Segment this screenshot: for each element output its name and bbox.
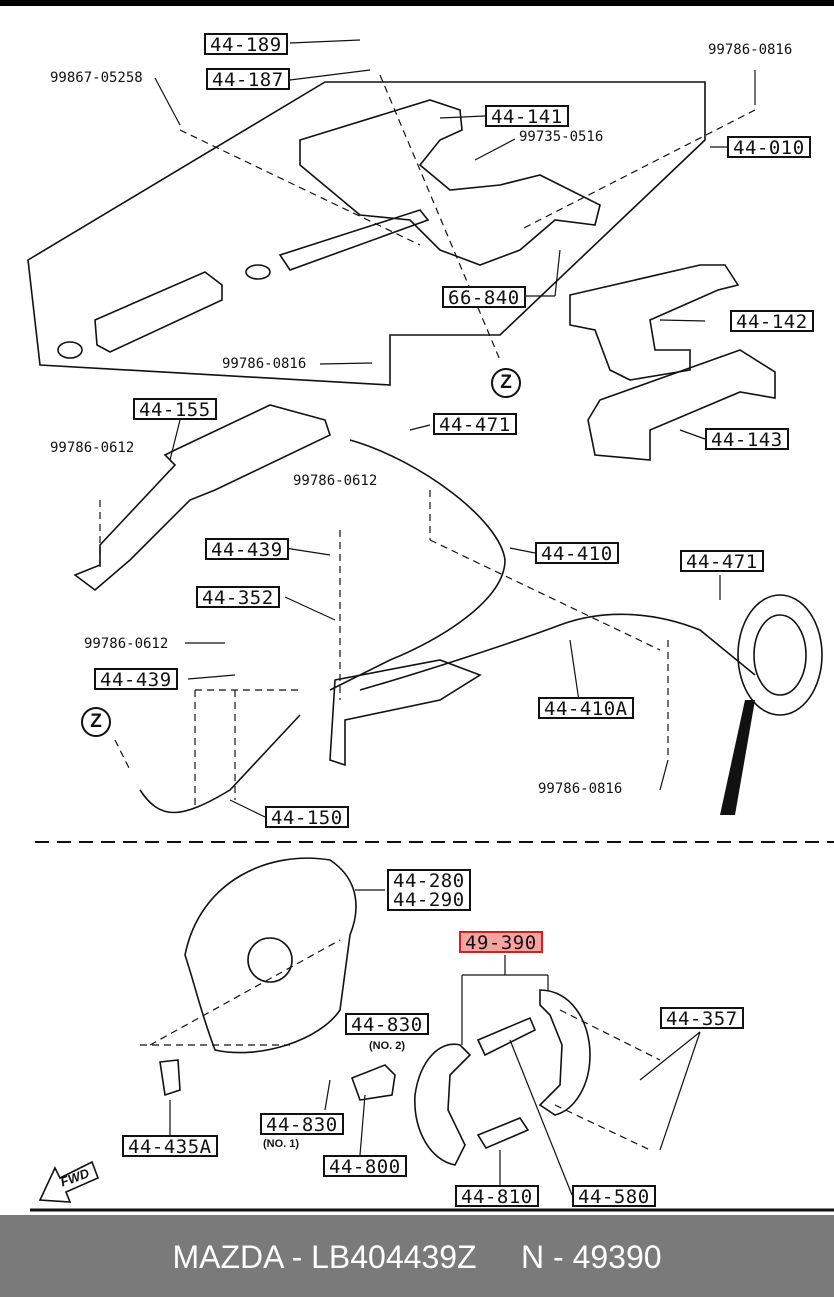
bracket-155 bbox=[73, 404, 331, 592]
equalizer-plate bbox=[329, 659, 482, 767]
spring-810 bbox=[476, 1117, 530, 1150]
z-marker-lower: Z bbox=[81, 707, 111, 737]
part-label-44-580[interactable]: 44-580 bbox=[572, 1185, 656, 1207]
part-label-44-150[interactable]: 44-150 bbox=[265, 806, 349, 828]
footer-bar: MAZDA - LB404439Z N - 49390 bbox=[0, 1215, 834, 1297]
note-no1: (NO. 1) bbox=[263, 1138, 300, 1150]
brake-drum bbox=[737, 594, 823, 716]
console-142 bbox=[569, 264, 740, 381]
part-label-44-280-290[interactable]: 44-280 44-290 bbox=[387, 869, 471, 911]
part-label-44-357[interactable]: 44-357 bbox=[660, 1007, 744, 1029]
footer-part-number: MAZDA - LB404439Z N - 49390 bbox=[172, 1239, 662, 1275]
note-no2: (NO. 2) bbox=[369, 1040, 406, 1052]
console-143 bbox=[587, 349, 776, 461]
part-label-44-290: 44-290 bbox=[393, 889, 465, 911]
part-label-44-155[interactable]: 44-155 bbox=[133, 398, 217, 420]
part-label-44-830-no2[interactable]: 44-830 bbox=[345, 1013, 429, 1035]
cable-410A bbox=[359, 613, 756, 691]
bolt-label-99786-0612-a: 99786-0612 bbox=[50, 440, 135, 456]
part-label-44-143[interactable]: 44-143 bbox=[705, 428, 789, 450]
bolt-label-99786-0816-top: 99786-0816 bbox=[708, 42, 793, 58]
part-label-44-830-no1[interactable]: 44-830 bbox=[260, 1113, 344, 1135]
backing-plate bbox=[184, 857, 357, 1054]
part-label-44-352[interactable]: 44-352 bbox=[196, 586, 280, 608]
bolt-label-99786-0612-b: 99786-0612 bbox=[293, 473, 378, 489]
lever-handle bbox=[94, 271, 223, 353]
lever-assembly-frame bbox=[27, 81, 706, 386]
part-label-44-189[interactable]: 44-189 bbox=[204, 33, 288, 55]
brake-shoe-right bbox=[538, 989, 591, 1116]
part-label-44-471-upper[interactable]: 44-471 bbox=[433, 413, 517, 435]
part-label-44-141[interactable]: 44-141 bbox=[485, 105, 569, 127]
adjuster-580 bbox=[476, 1016, 537, 1057]
part-label-66-840[interactable]: 66-840 bbox=[442, 286, 526, 308]
bolt-label-99786-0612-c: 99786-0612 bbox=[84, 636, 169, 652]
top-border bbox=[0, 0, 834, 6]
part-label-49-390[interactable]: 49-390 bbox=[459, 931, 543, 953]
part-label-44-435A[interactable]: 44-435A bbox=[122, 1135, 218, 1157]
part-label-44-439-lower[interactable]: 44-439 bbox=[94, 668, 178, 690]
bolt-label-99786-0816-low: 99786-0816 bbox=[538, 781, 623, 797]
z-marker-upper: Z bbox=[491, 368, 521, 398]
cable-410 bbox=[329, 439, 506, 691]
part-label-44-410A[interactable]: 44-410A bbox=[538, 697, 634, 719]
bolt-label-99786-0816-mid: 99786-0816 bbox=[222, 356, 307, 372]
brake-shoe-left bbox=[414, 1043, 472, 1166]
part-label-44-471-lower[interactable]: 44-471 bbox=[680, 550, 764, 572]
lever-cover-141 bbox=[299, 99, 601, 266]
part-label-44-410[interactable]: 44-410 bbox=[535, 542, 619, 564]
parking-brake-exploded-diagram bbox=[27, 39, 834, 1212]
bolt-label-99735-0516: 99735-0516 bbox=[519, 129, 604, 145]
lever-rod bbox=[278, 209, 430, 271]
part-label-44-280: 44-280 bbox=[393, 870, 465, 892]
part-label-44-010[interactable]: 44-010 bbox=[727, 136, 811, 158]
cable-150 bbox=[139, 714, 301, 814]
part-label-44-187[interactable]: 44-187 bbox=[206, 68, 290, 90]
part-label-44-439-upper[interactable]: 44-439 bbox=[205, 538, 289, 560]
part-label-44-800[interactable]: 44-800 bbox=[323, 1155, 407, 1177]
part-label-44-142[interactable]: 44-142 bbox=[730, 310, 814, 332]
part-label-44-810[interactable]: 44-810 bbox=[455, 1185, 539, 1207]
bolt-label-99867-05258: 99867-05258 bbox=[50, 70, 143, 86]
